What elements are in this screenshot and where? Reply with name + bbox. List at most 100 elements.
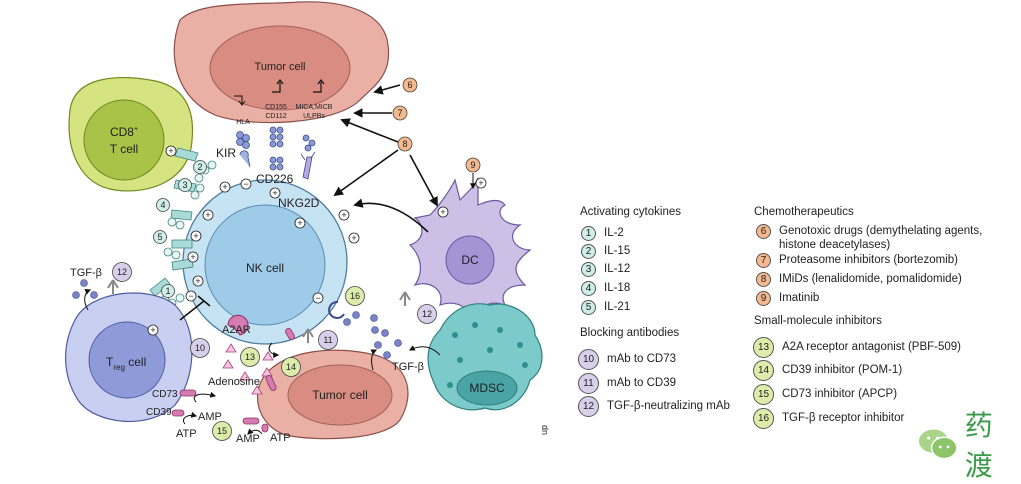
svg-text:+: + bbox=[272, 188, 277, 198]
marker-4: 4 bbox=[156, 198, 170, 212]
marker-8: 8 bbox=[397, 136, 413, 152]
marker-icon: 6 bbox=[756, 224, 771, 239]
atp-label-tumor: ATP bbox=[270, 432, 291, 444]
arrows bbox=[84, 84, 476, 435]
marker-12-treg: 12 bbox=[112, 262, 132, 282]
legend-item-label: IL-2 bbox=[604, 227, 624, 239]
adenosine-molecules bbox=[222, 343, 274, 395]
nk-cell-diagram: Tumor cell HLA CD155 CD112 MICA,MICB ULP… bbox=[65, 1, 550, 444]
marker-icon: 7 bbox=[756, 253, 771, 268]
plus-sign: + bbox=[165, 145, 177, 157]
tumor-cell-bottom: Tumor cell bbox=[257, 349, 409, 440]
legend-item: 15 CD73 inhibitor (APCP) bbox=[753, 384, 898, 405]
mica-micb-label: MICA,MICB bbox=[296, 104, 333, 111]
tgf-beta-molecules bbox=[72, 279, 402, 359]
legend-item-label: A2A receptor antagonist (PBF-509) bbox=[782, 341, 961, 353]
a2ar-receptor bbox=[227, 314, 249, 336]
inhibition-line bbox=[179, 300, 205, 321]
svg-text:14: 14 bbox=[286, 362, 296, 372]
marker-9: 9 bbox=[465, 157, 481, 173]
cd8-t-cell: CD8+ T cell bbox=[68, 77, 194, 192]
tgf-beta-label-mdsc: TGF-β bbox=[392, 361, 424, 373]
legend-item-label: TGF-β receptor inhibitor bbox=[782, 412, 905, 424]
plus-sign: + bbox=[190, 230, 202, 242]
marker-11: 11 bbox=[318, 330, 338, 350]
marker-14: 14 bbox=[281, 357, 301, 377]
minus-sign: − bbox=[312, 292, 324, 304]
watermark-text: 药渡 bbox=[964, 410, 994, 481]
mdsc-label: MDSC bbox=[469, 381, 505, 395]
marker-icon: 14 bbox=[753, 360, 774, 381]
legend-heading-blocking-antibodies: Blocking antibodies bbox=[580, 327, 680, 339]
legend-heading-chemotherapeutics: Chemotherapeutics bbox=[754, 206, 854, 218]
svg-text:4: 4 bbox=[160, 200, 165, 210]
svg-text:−: − bbox=[315, 293, 320, 303]
cd155-label: CD155 bbox=[265, 104, 287, 111]
svg-text:7: 7 bbox=[397, 108, 402, 118]
minus-sign: − bbox=[185, 290, 197, 302]
marker-15: 15 bbox=[212, 421, 232, 441]
legend-item-label: IL-12 bbox=[604, 263, 631, 275]
treg-cell-label: Treg cell bbox=[106, 355, 146, 372]
marker-icon: 8 bbox=[756, 272, 771, 287]
legend-item-label: TGF-β-neutralizing mAb bbox=[607, 400, 730, 412]
svg-text:3: 3 bbox=[182, 180, 187, 190]
cd226-label: CD226 bbox=[256, 172, 294, 186]
marker-icon: 10 bbox=[578, 349, 599, 370]
svg-text:15: 15 bbox=[217, 426, 227, 436]
marker-icon: 5 bbox=[581, 300, 596, 315]
svg-text:+: + bbox=[222, 182, 227, 192]
nk-cell: NK cell bbox=[182, 179, 348, 345]
adenosine-label: Adenosine bbox=[208, 376, 260, 388]
nk-cell-label: NK cell bbox=[246, 261, 284, 275]
svg-text:+: + bbox=[351, 233, 356, 243]
corner-text: dn bbox=[540, 425, 550, 435]
mdsc-cell: MDSC bbox=[427, 303, 543, 411]
legend-item-label: IL-15 bbox=[604, 245, 631, 257]
svg-text:12: 12 bbox=[117, 267, 127, 277]
legend-item: 4 IL-18 bbox=[581, 281, 630, 296]
dendritic-cell: DC bbox=[408, 177, 532, 322]
svg-text:11: 11 bbox=[323, 335, 332, 345]
nkg2d-label: NKG2D bbox=[278, 196, 320, 210]
a2ar-label: A2AR bbox=[222, 324, 251, 336]
svg-text:12: 12 bbox=[422, 309, 432, 319]
activation-signs: + + + + + + + + + + + + + − − − bbox=[147, 145, 487, 336]
svg-text:+: + bbox=[341, 210, 346, 220]
legend-item: 13 A2A receptor antagonist (PBF-509) bbox=[753, 337, 961, 358]
marker-icon: 1 bbox=[581, 226, 596, 241]
wechat-icon bbox=[918, 429, 958, 460]
legend-item-label: IL-18 bbox=[604, 282, 631, 294]
svg-text:13: 13 bbox=[245, 352, 255, 362]
tumor-cell-bottom-label: Tumor cell bbox=[312, 388, 368, 402]
svg-text:10: 10 bbox=[195, 343, 205, 353]
svg-text:1: 1 bbox=[165, 286, 170, 296]
tgf-beta-receptor bbox=[328, 300, 345, 319]
marker-icon: 13 bbox=[753, 337, 774, 358]
svg-text:+: + bbox=[168, 146, 173, 156]
plus-sign: + bbox=[187, 251, 199, 263]
legend-item: 12 TGF-β-neutralizing mAb bbox=[578, 396, 730, 417]
minus-sign: − bbox=[240, 178, 252, 190]
treg-cell: Treg cell bbox=[65, 292, 193, 423]
legend-item-label: IMiDs (lenalidomide, pomalidomide) bbox=[779, 273, 962, 285]
marker-icon: 15 bbox=[753, 384, 774, 405]
plus-sign: + bbox=[192, 275, 204, 287]
marker-icon: 4 bbox=[581, 281, 596, 296]
upregulation-arrow bbox=[272, 79, 284, 93]
marker-10: 10 bbox=[190, 338, 210, 358]
downregulation-arrow bbox=[234, 95, 246, 106]
legend-item-label: CD73 inhibitor (APCP) bbox=[782, 388, 898, 400]
marker-icon: 12 bbox=[578, 396, 599, 417]
legend-item: 8 IMiDs (lenalidomide, pomalidomide) bbox=[756, 272, 962, 287]
cd39-label: CD39 bbox=[146, 407, 172, 418]
atp-label-treg: ATP bbox=[176, 428, 197, 440]
svg-text:+: + bbox=[205, 210, 210, 220]
ectoenzymes bbox=[171, 328, 295, 433]
svg-text:+: + bbox=[190, 252, 195, 262]
marker-5: 5 bbox=[153, 230, 167, 244]
svg-text:−: − bbox=[243, 179, 248, 189]
